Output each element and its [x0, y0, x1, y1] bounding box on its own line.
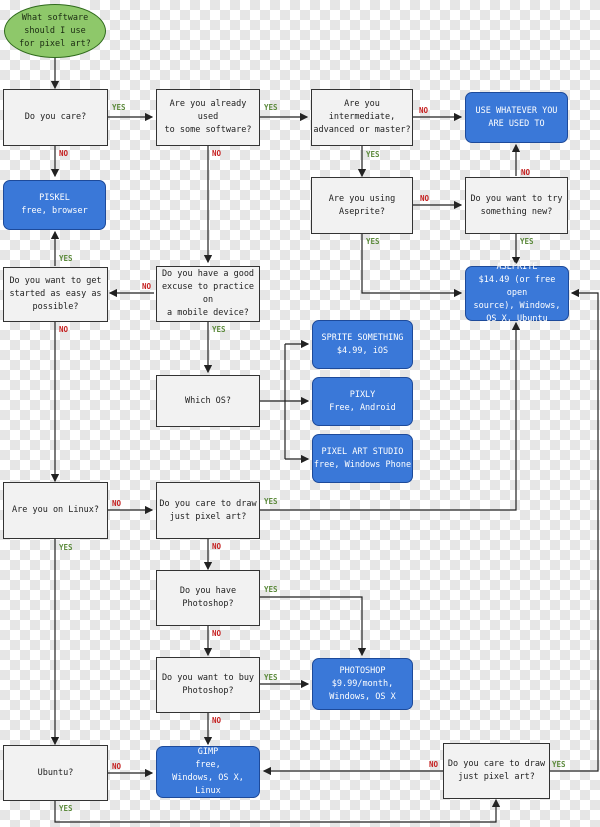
no-label: NO: [212, 716, 222, 725]
yes-label: YES: [366, 150, 380, 159]
yes-label: YES: [59, 804, 73, 813]
try-new-question: Do you want to try something new?: [465, 177, 568, 234]
yes-label: YES: [59, 254, 73, 263]
no-label: NO: [212, 149, 222, 158]
yes-label: YES: [264, 103, 278, 112]
aseprite-answer: ASEPRITE $14.49 (or free open source), W…: [465, 262, 569, 324]
no-label: NO: [212, 542, 222, 551]
no-label: NO: [420, 194, 430, 203]
buy-photoshop-question: Do you want to buy Photoshop?: [156, 657, 260, 713]
no-label: NO: [419, 106, 429, 115]
sprite-something-answer: SPRITE SOMETHING $4.99, iOS: [312, 320, 413, 369]
yes-label: YES: [366, 237, 380, 246]
yes-label: YES: [264, 673, 278, 682]
gimp-answer: GIMP free, Windows, OS X, Linux: [156, 746, 260, 798]
draw-pixel-art-question: Do you care to draw just pixel art?: [156, 482, 260, 539]
yes-label: YES: [112, 103, 126, 112]
no-label: NO: [429, 760, 439, 769]
start-node: What software should I use for pixel art…: [4, 4, 106, 58]
pixel-art-studio-answer: PIXEL ART STUDIO free, Windows Phone: [312, 434, 413, 483]
yes-label: YES: [520, 237, 534, 246]
no-label: NO: [59, 325, 69, 334]
yes-label: YES: [264, 497, 278, 506]
linux-question: Are you on Linux?: [3, 482, 108, 539]
yes-label: YES: [212, 325, 226, 334]
no-label: NO: [112, 762, 122, 771]
use-whatever-answer: USE WHATEVER YOU ARE USED TO: [465, 92, 568, 143]
draw-pixel-art-question-2: Do you care to draw just pixel art?: [443, 743, 550, 799]
intermediate-question: Are you intermediate, advanced or master…: [311, 89, 413, 146]
yes-label: YES: [264, 585, 278, 594]
which-os-question: Which OS?: [156, 375, 260, 427]
no-label: NO: [212, 629, 222, 638]
no-label: NO: [142, 282, 152, 291]
have-photoshop-question: Do you have Photoshop?: [156, 570, 260, 626]
ubuntu-question: Ubuntu?: [3, 745, 108, 801]
already-used-question: Are you already used to some software?: [156, 89, 260, 146]
piskel-answer: PISKEL free, browser: [3, 180, 106, 230]
yes-label: YES: [59, 543, 73, 552]
care-question: Do you care?: [3, 89, 108, 146]
yes-label: YES: [552, 760, 566, 769]
no-label: NO: [521, 168, 531, 177]
pixly-answer: PIXLY Free, Android: [312, 377, 413, 426]
using-aseprite-question: Are you using Aseprite?: [311, 177, 413, 234]
photoshop-answer: PHOTOSHOP $9.99/month, Windows, OS X: [312, 658, 413, 710]
mobile-question: Do you have a good excuse to practice on…: [156, 266, 260, 322]
no-label: NO: [59, 149, 69, 158]
no-label: NO: [112, 499, 122, 508]
easy-start-question: Do you want to get started as easy as po…: [3, 267, 108, 322]
